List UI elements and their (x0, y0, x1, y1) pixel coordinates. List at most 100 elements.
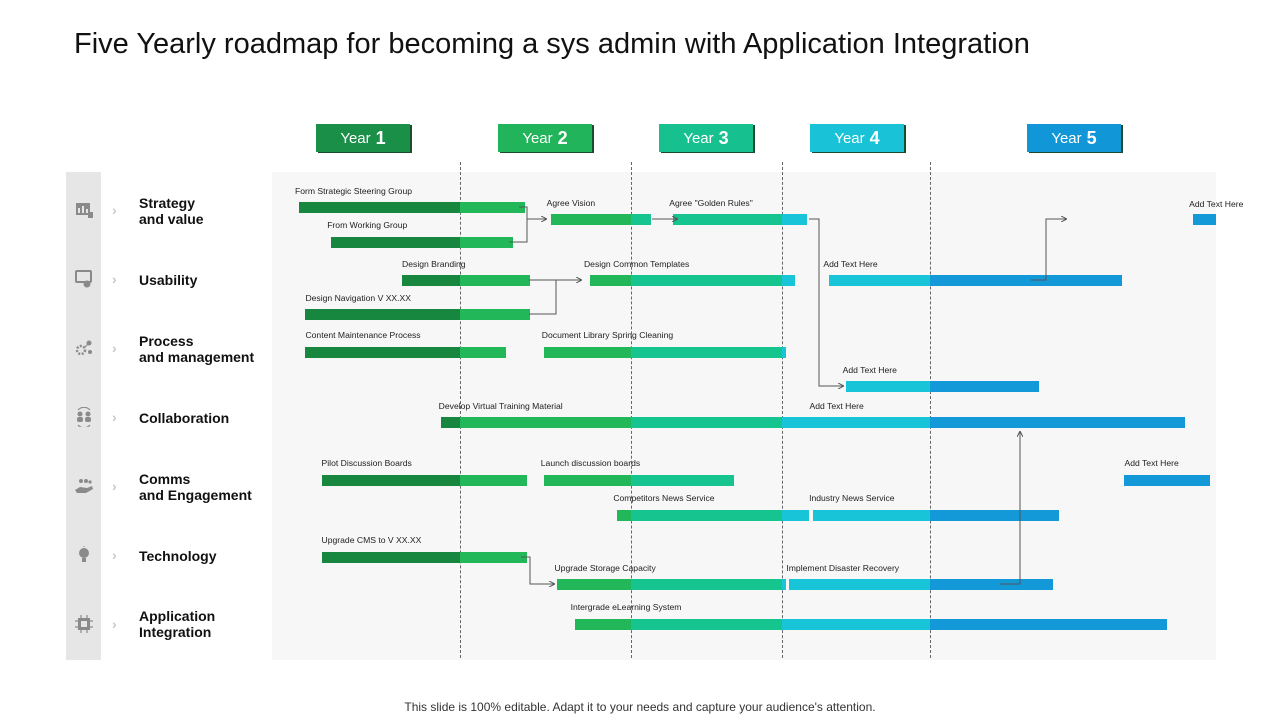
team-collaboration-icon (73, 406, 95, 428)
task-label: Agree "Golden Rules" (669, 198, 753, 208)
task-bar-segment (930, 417, 1185, 428)
footer-note: This slide is 100% editable. Adapt it to… (404, 700, 876, 714)
task-bar-segment (631, 347, 782, 358)
task-bar-segment (305, 309, 460, 320)
chevron-right-icon: › (112, 202, 117, 218)
task-label: Implement Disaster Recovery (786, 563, 900, 573)
task-bar-segment (782, 619, 930, 630)
task-bar-segment (631, 579, 782, 590)
task-label: Add Text Here (809, 401, 864, 411)
people-hand-icon (73, 475, 95, 497)
task-label: Add Text Here (1189, 199, 1244, 209)
task-label: Upgrade Storage Capacity (554, 563, 656, 573)
task-bar-segment (1193, 214, 1216, 225)
task-bar-segment (782, 214, 808, 225)
task-bar-segment (331, 237, 460, 248)
chevron-right-icon: › (112, 340, 117, 356)
task-label: Pilot Discussion Boards (321, 458, 412, 468)
task-bar-segment (305, 347, 460, 358)
task-bar-segment (617, 510, 631, 521)
chip-icon (73, 613, 95, 635)
task-bar-segment (782, 579, 787, 590)
row-label-process: Process and management (139, 333, 255, 365)
task-label: Intergrade eLearning System (570, 602, 682, 612)
task-label: Form Strategic Steering Group (295, 186, 413, 196)
chart-icon (73, 199, 95, 221)
task-label: Document Library Spring Cleaning (541, 330, 674, 340)
task-bar-segment (543, 475, 631, 486)
task-bar-segment (930, 275, 1122, 286)
row-label-strategy: Strategy and value (139, 195, 204, 227)
task-label: Content Maintenance Process (305, 330, 421, 340)
task-bar-segment (930, 619, 1168, 630)
task-bar-segment (574, 619, 631, 630)
task-bar-segment (440, 417, 460, 428)
task-bar-segment (460, 347, 507, 358)
row-icon-strip (66, 172, 101, 660)
year-divider (782, 162, 783, 658)
task-bar-segment (460, 309, 531, 320)
task-bar-segment (321, 552, 460, 563)
task-label: Add Text Here (1124, 458, 1179, 468)
task-bar-segment (782, 417, 818, 428)
task-label: Launch discussion boards (540, 458, 641, 468)
task-bar-segment (1124, 475, 1211, 486)
task-bar-segment (460, 475, 527, 486)
row-label-comms: Comms and Engagement (139, 471, 252, 503)
task-label: Design Branding (402, 259, 466, 269)
chevron-right-icon: › (112, 478, 117, 494)
chevron-right-icon: › (112, 616, 117, 632)
task-bar-segment (557, 579, 631, 590)
row-label-application-integration: Application Integration (139, 608, 216, 640)
task-label: From Working Group (327, 220, 408, 230)
task-bar-segment (631, 619, 782, 630)
task-bar-segment (782, 510, 809, 521)
task-label: Design Navigation V XX.XX (305, 293, 412, 303)
row-label-usability: Usability (139, 272, 198, 288)
task-bar-segment (631, 275, 782, 286)
task-bar-segment (782, 347, 787, 358)
task-bar-segment (930, 579, 1053, 590)
row-label-collaboration: Collaboration (139, 410, 230, 426)
task-bar-segment (299, 202, 460, 213)
chevron-right-icon: › (112, 547, 117, 563)
task-bar-segment (460, 552, 527, 563)
year-divider (631, 162, 632, 658)
task-label: Develop Virtual Training Material (438, 401, 563, 411)
chevron-right-icon: › (112, 409, 117, 425)
task-bar-segment (631, 510, 782, 521)
task-bar-segment (631, 475, 734, 486)
task-label: Design Common Templates (583, 259, 690, 269)
task-bar-segment (845, 381, 930, 392)
row-label-technology: Technology (139, 548, 217, 564)
year-divider (460, 162, 461, 658)
task-label: Industry News Service (809, 493, 895, 503)
task-bar-segment (817, 417, 930, 428)
task-bar-segment (460, 275, 531, 286)
task-bar-segment (550, 214, 631, 225)
page-title: Five Yearly roadmap for becoming a sys a… (74, 28, 1030, 60)
chevron-right-icon: › (112, 271, 117, 287)
task-label: Upgrade CMS to V XX.XX (321, 535, 422, 545)
task-bar-segment (321, 475, 460, 486)
task-bar-segment (402, 275, 460, 286)
task-label: Add Text Here (823, 259, 878, 269)
task-bar-segment (782, 275, 796, 286)
task-bar-segment (543, 347, 631, 358)
lightbulb-icon (73, 544, 95, 566)
task-bar-segment (789, 579, 930, 590)
task-bar-segment (460, 417, 631, 428)
task-bar-segment (930, 381, 1039, 392)
task-bar-segment (673, 214, 782, 225)
task-bar-segment (460, 237, 513, 248)
task-label: Add Text Here (842, 365, 897, 375)
touch-screen-icon (73, 268, 95, 290)
task-bar-segment (460, 202, 525, 213)
task-bar-segment (631, 417, 782, 428)
task-bar-segment (829, 275, 930, 286)
process-gear-icon (73, 337, 95, 359)
